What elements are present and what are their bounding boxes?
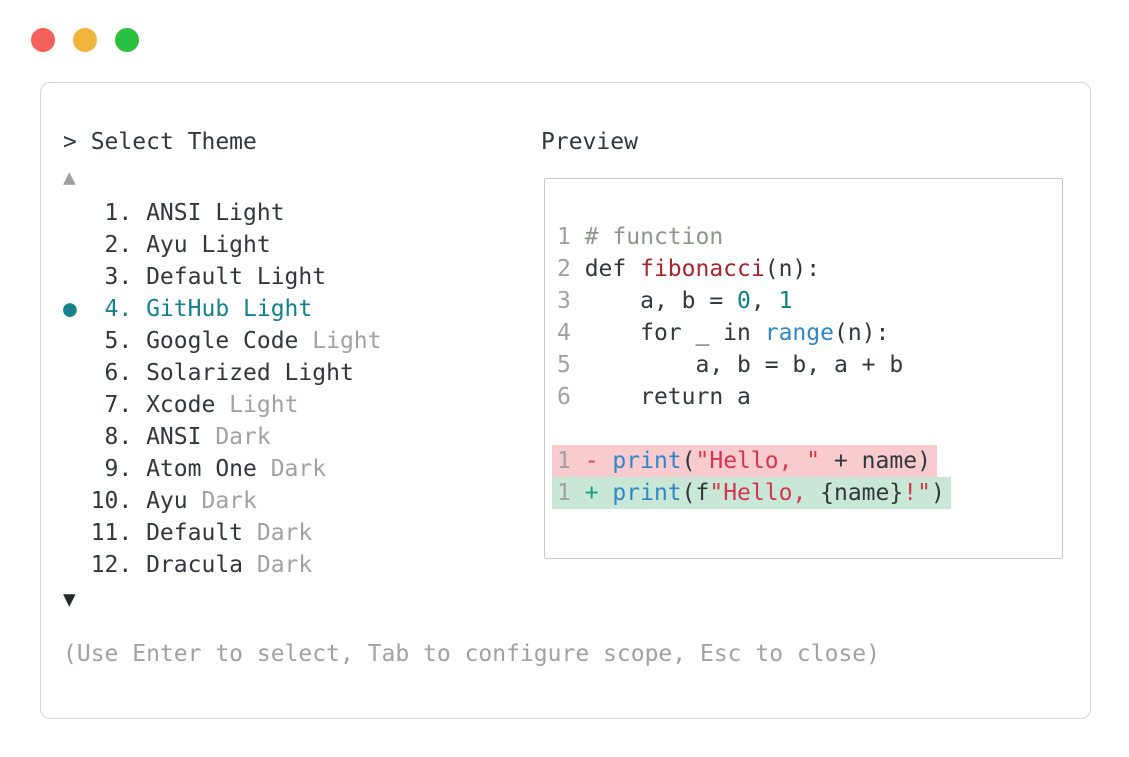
theme-name: Xcode xyxy=(146,392,216,418)
theme-variant: Dark xyxy=(256,456,327,482)
line-number: 1 xyxy=(557,224,585,250)
theme-number: 3. xyxy=(90,264,147,290)
theme-name: ANSI Light xyxy=(146,200,285,226)
code-line: 2 def fibonacci(n): xyxy=(557,256,821,282)
preview-panel: 1 # function 2 def fibonacci(n): 3 a, b = … xyxy=(544,178,1063,559)
zoom-button[interactable] xyxy=(115,28,139,52)
theme-number: 5. xyxy=(90,328,147,354)
code-line: 1 # function xyxy=(557,224,724,250)
blank-line xyxy=(557,413,951,445)
scroll-down-icon[interactable]: ▼ xyxy=(63,587,76,611)
theme-name: Dracula xyxy=(146,552,244,578)
theme-item-7[interactable]: 7. Xcode Light xyxy=(63,389,382,421)
minimize-button[interactable] xyxy=(73,28,97,52)
selected-bullet-icon: ● xyxy=(63,296,77,322)
preview-label: Preview xyxy=(541,129,638,155)
line-number: 4 xyxy=(557,320,585,346)
theme-variant: Dark xyxy=(243,520,313,546)
theme-item-10[interactable]: 10. Ayu Dark xyxy=(63,485,382,517)
theme-number: 11. xyxy=(90,520,147,546)
help-text: (Use Enter to select, Tab to configure s… xyxy=(63,641,880,667)
close-button[interactable] xyxy=(31,28,55,52)
theme-name: Default xyxy=(146,520,244,546)
theme-number: 1. xyxy=(90,200,147,226)
theme-variant: Dark xyxy=(201,424,271,450)
code-line: 5 a, b = b, a + b xyxy=(557,352,904,378)
theme-number: 6. xyxy=(90,360,147,386)
theme-picker-window: > Select Theme Preview ▲ 1. ANSI Light 2… xyxy=(40,82,1091,719)
theme-number: 10. xyxy=(90,488,147,514)
theme-name: Google Code xyxy=(146,328,299,354)
diff-line-added: 1 + print(f"Hello, {name}!") xyxy=(552,477,951,509)
theme-name: Default Light xyxy=(146,264,327,290)
theme-number: 7. xyxy=(90,392,147,418)
theme-number: 4. xyxy=(90,296,147,322)
prompt-caret: > xyxy=(63,129,91,155)
theme-item-2[interactable]: 2. Ayu Light xyxy=(63,229,382,261)
theme-name: Solarized Light xyxy=(146,360,354,386)
theme-item-9[interactable]: 9. Atom One Dark xyxy=(63,453,382,485)
prompt-line: > Select Theme xyxy=(63,126,257,158)
theme-item-1[interactable]: 1. ANSI Light xyxy=(63,197,382,229)
line-number: 5 xyxy=(557,352,585,378)
code-preview: 1 # function 2 def fibonacci(n): 3 a, b = … xyxy=(552,221,951,509)
theme-number: 9. xyxy=(90,456,147,482)
theme-name: Ayu Light xyxy=(146,232,271,258)
code-line: 6 return a xyxy=(557,384,751,410)
theme-item-3[interactable]: 3. Default Light xyxy=(63,261,382,293)
theme-variant: Light xyxy=(215,392,299,418)
diff-line-removed: 1 - print("Hello, " + name) xyxy=(552,445,951,477)
line-number: 1 xyxy=(557,480,585,506)
theme-variant: Dark xyxy=(187,488,257,514)
line-number: 3 xyxy=(557,288,585,314)
theme-item-12[interactable]: 12. Dracula Dark xyxy=(63,549,382,581)
code-line: 4 for _ in range(n): xyxy=(557,320,890,346)
theme-item-6[interactable]: 6. Solarized Light xyxy=(63,357,382,389)
theme-item-8[interactable]: 8. ANSI Dark xyxy=(63,421,382,453)
theme-number: 12. xyxy=(90,552,147,578)
page-title: Select Theme xyxy=(90,129,257,155)
theme-list: 1. ANSI Light 2. Ayu Light 3. Default Li… xyxy=(63,197,382,581)
theme-name: Atom One xyxy=(146,456,257,482)
theme-name: Ayu xyxy=(146,488,188,514)
code-line: 3 a, b = 0, 1 xyxy=(557,288,793,314)
theme-item-11[interactable]: 11. Default Dark xyxy=(63,517,382,549)
window-controls xyxy=(31,28,139,52)
theme-item-4[interactable]: ● 4. GitHub Light xyxy=(63,293,382,325)
line-number: 2 xyxy=(557,256,585,282)
theme-variant: Dark xyxy=(243,552,313,578)
theme-item-5[interactable]: 5. Google Code Light xyxy=(63,325,382,357)
scroll-up-icon[interactable]: ▲ xyxy=(63,165,76,189)
theme-variant: Light xyxy=(298,328,382,354)
theme-name: ANSI xyxy=(146,424,202,450)
theme-number: 8. xyxy=(90,424,147,450)
line-number: 1 xyxy=(557,448,585,474)
theme-number: 2. xyxy=(90,232,147,258)
line-number: 6 xyxy=(557,384,585,410)
theme-name: GitHub Light xyxy=(146,296,313,322)
